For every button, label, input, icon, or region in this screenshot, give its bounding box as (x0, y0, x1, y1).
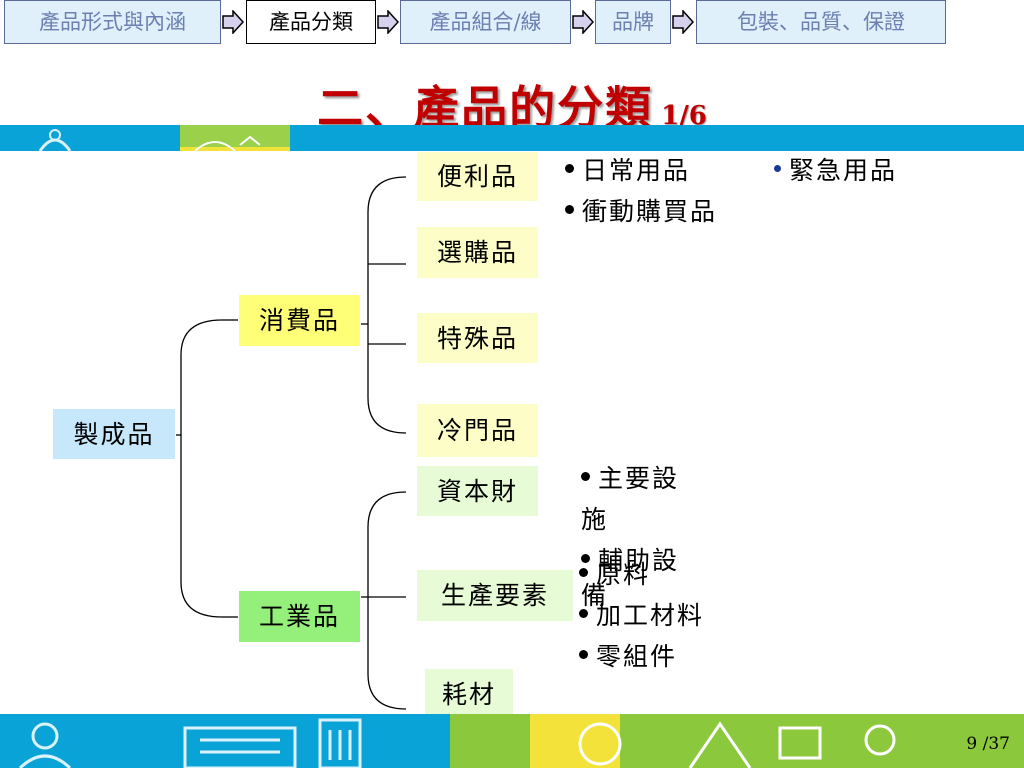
node-industrial-goods: 工業品 (239, 591, 360, 642)
page-indicator: 9 /37 (966, 734, 1010, 754)
list-item-continuation: 施 (581, 505, 609, 534)
arrow-right-icon (572, 10, 594, 34)
node-consumer-goods: 消費品 (239, 295, 360, 346)
bullet-icon (579, 650, 588, 659)
node-convenience-goods: 便利品 (417, 152, 538, 201)
decorative-band-top (0, 125, 1024, 151)
list-item: 緊急用品 (774, 158, 897, 183)
arrow-right-icon (222, 10, 244, 34)
list-item: 輔助設 (581, 548, 679, 573)
decorative-band-bottom (0, 714, 1024, 768)
bullet-icon (565, 205, 574, 214)
node-manufactured-goods: 製成品 (53, 409, 175, 459)
list-item: 日常用品 (565, 158, 690, 183)
list-item: 加工材料 (579, 603, 704, 628)
list-item-continuation: 備 (581, 581, 609, 610)
bullet-icon (581, 472, 590, 481)
tab-product-mix[interactable]: 產品組合/線 (400, 0, 571, 44)
bullet-icon (581, 554, 590, 563)
arrow-right-icon (672, 10, 694, 34)
list-item: 原料 (579, 562, 650, 587)
bullet-icon (565, 164, 574, 173)
arrow-right-icon (377, 10, 399, 34)
tab-packaging-quality[interactable]: 包裝、品質、保證 (696, 0, 946, 44)
tab-product-classification[interactable]: 產品分類 (246, 0, 376, 44)
node-unsought-goods: 冷門品 (417, 404, 538, 457)
node-materials-parts: 生產要素 (417, 570, 573, 621)
top-navigation: 產品形式與內涵 產品分類 產品組合/線 品牌 包裝、品質、保證 (0, 0, 1024, 46)
list-item: 零組件 (579, 644, 677, 669)
list-item: 衝動購買品 (565, 199, 717, 224)
bullet-icon (579, 609, 588, 618)
node-shopping-goods: 選購品 (417, 227, 538, 278)
bullet-icon (774, 165, 781, 172)
list-item: 主要設 (581, 466, 679, 491)
tab-product-form[interactable]: 產品形式與內涵 (4, 0, 221, 44)
bullet-icon (579, 568, 588, 577)
node-capital-items: 資本財 (417, 466, 538, 516)
node-specialty-goods: 特殊品 (417, 313, 538, 363)
tab-brand[interactable]: 品牌 (595, 0, 671, 44)
node-supplies: 耗材 (425, 669, 513, 720)
